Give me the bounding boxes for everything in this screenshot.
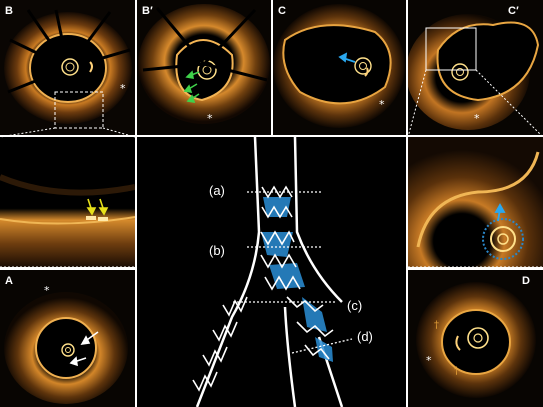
panel-c-oct-image bbox=[273, 0, 406, 135]
section-label-a: (a) bbox=[209, 183, 225, 198]
panel-d-star: * bbox=[426, 354, 432, 367]
section-lines bbox=[233, 191, 353, 354]
panel-b-prime-green-arrows bbox=[183, 70, 200, 104]
panel-c-blue-arrow bbox=[338, 52, 356, 63]
panel-c-prime-label: C′ bbox=[508, 5, 519, 17]
bifurcation-stent-schematic: (a) (b) (c) (d) bbox=[137, 137, 406, 407]
panel-a-label: A bbox=[5, 275, 14, 287]
panel-a-oct-image bbox=[0, 270, 135, 407]
panel-c-star: * bbox=[379, 98, 385, 111]
panel-b-oct-image bbox=[0, 0, 135, 135]
panel-b-zoom-box bbox=[54, 91, 104, 129]
panel-c-label: C bbox=[278, 5, 287, 17]
panel-c-prime: C′ * bbox=[408, 0, 543, 135]
panel-d-label: D bbox=[522, 275, 531, 287]
panel-b-zoom-yellow-arrows bbox=[86, 198, 109, 216]
panel-b-prime-label: B′ bbox=[142, 5, 153, 17]
section-label-c: (c) bbox=[347, 298, 363, 313]
section-label-d: (d) bbox=[357, 329, 373, 344]
panel-b-prime-star: * bbox=[207, 112, 213, 125]
vessel-walls bbox=[195, 137, 344, 407]
panel-b-label: B bbox=[5, 5, 14, 17]
panel-d-dagger-bottom: † bbox=[454, 366, 459, 377]
panel-d-oct-image bbox=[408, 270, 543, 407]
panel-a-star: * bbox=[44, 284, 50, 297]
panel-d-dagger-top: † bbox=[434, 320, 439, 331]
panel-c: C * bbox=[273, 0, 406, 135]
panel-a-white-arrows bbox=[69, 331, 99, 367]
panel-c-prime-zoom bbox=[408, 137, 543, 267]
panel-c-prime-star: * bbox=[474, 112, 480, 125]
panel-b-prime-oct-image bbox=[137, 0, 271, 135]
panel-c-prime-zoom-blue-arrow bbox=[494, 203, 506, 222]
stent-struts bbox=[192, 185, 334, 392]
schematic-drawing bbox=[192, 137, 353, 407]
panel-b-zoom-oct-image bbox=[0, 137, 135, 267]
panel-c-prime-zoom-oct-image bbox=[408, 137, 543, 267]
panel-d: D * † † bbox=[408, 270, 543, 407]
panel-b-zoom bbox=[0, 137, 135, 267]
panel-c-prime-zoom-box bbox=[425, 27, 477, 71]
section-label-b: (b) bbox=[209, 243, 225, 258]
panel-b-star: * bbox=[120, 82, 126, 95]
panel-b-prime: B′ * bbox=[137, 0, 271, 135]
panel-b: B * bbox=[0, 0, 135, 135]
panel-a: A * bbox=[0, 270, 135, 407]
